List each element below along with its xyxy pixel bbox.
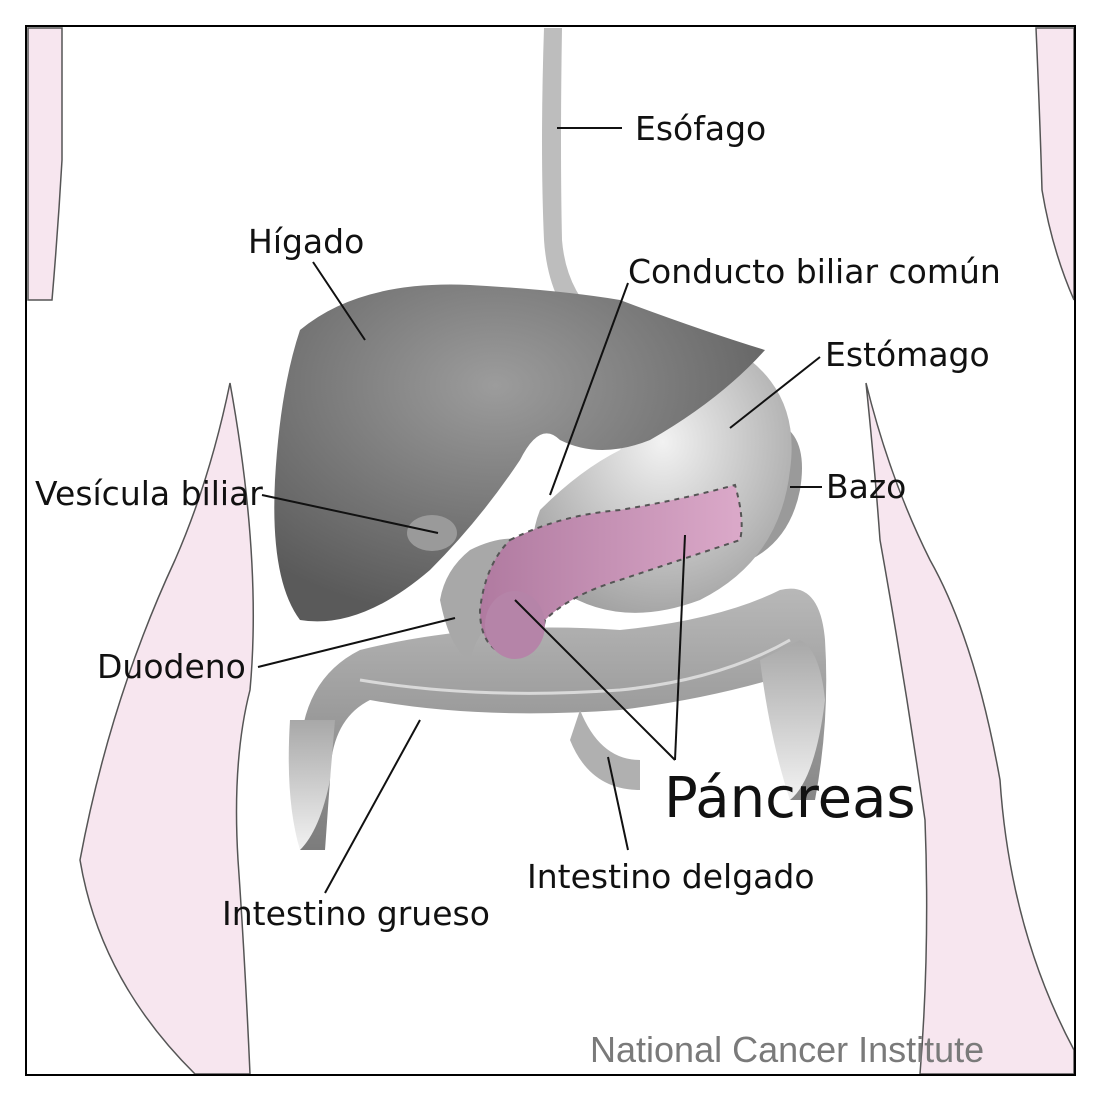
diagram-frame [25,25,1076,1076]
